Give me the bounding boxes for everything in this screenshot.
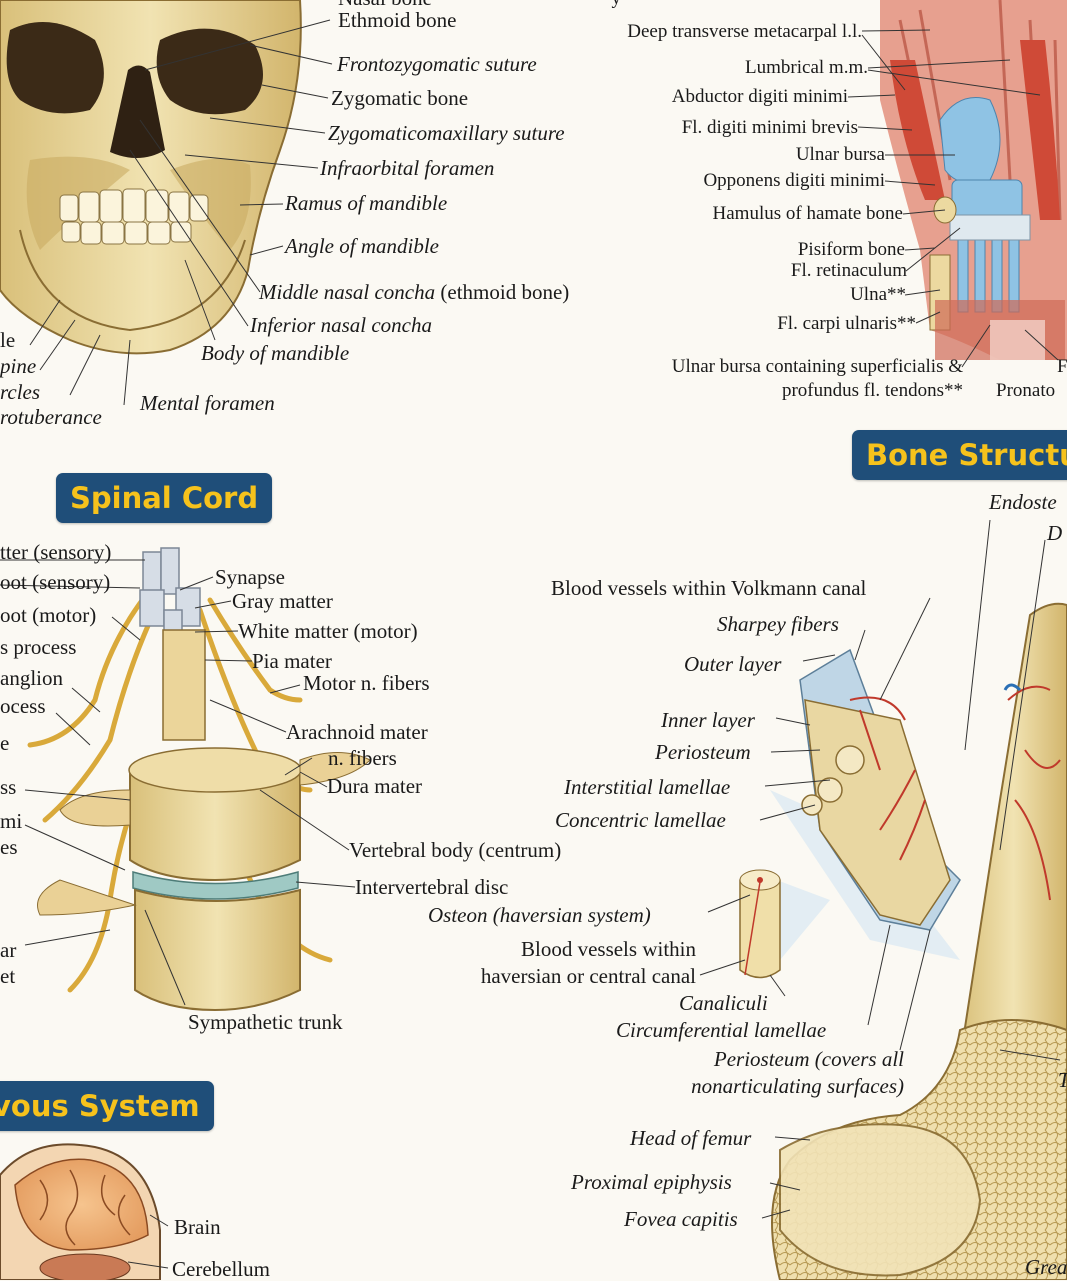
label-brain: Brain [174, 1215, 221, 1239]
label-body-of-mandible: Body of mandible [201, 341, 350, 365]
label-osteon: Osteon (haversian system) [428, 903, 651, 927]
label-cerebellum: Cerebellum [172, 1257, 270, 1281]
label-head-of-femur: Head of femur [630, 1126, 752, 1150]
label-sympathetic-trunk: Sympathetic trunk [188, 1010, 343, 1034]
label-interstitial-lamellae: Interstitial lamellae [564, 775, 731, 799]
label-blood-vessels-haversian-1: Blood vessels within [520, 937, 696, 961]
label-spinal-cut-6: ocess [0, 694, 46, 718]
label-outer-layer: Outer layer [684, 652, 782, 676]
skull-illustration [0, 0, 333, 406]
label-spinal-cut-11: ar [0, 938, 17, 962]
label-blood-vessels-haversian-2: haversian or central canal [480, 964, 696, 988]
label-zygomatic-bone: Zygomatic bone [331, 86, 469, 110]
label-ulna: Ulna** [850, 284, 906, 305]
label-skull-cut-2: pine [0, 354, 37, 378]
label-skull-cut-1: le [0, 328, 16, 352]
label-ethmoid-bone: Ethmoid bone [338, 8, 457, 32]
label-spinal-cut-8: ss [0, 775, 17, 799]
label-inferior-nasal-concha: Inferior nasal concha [250, 313, 432, 337]
label-fl-retinaculum: Fl. retinaculum [790, 260, 907, 281]
label-canaliculi: Canaliculi [679, 991, 768, 1015]
label-pronator-cut: Pronato [996, 380, 1056, 401]
label-fl-carpi-ulnaris: Fl. carpi ulnaris** [777, 313, 916, 334]
label-spinal-cut-3: oot (motor) [0, 603, 97, 627]
label-ramus-of-mandible: Ramus of mandible [285, 191, 448, 215]
label-white-matter-motor: White matter (motor) [238, 619, 418, 643]
label-dura-mater: Dura mater [327, 774, 423, 798]
label-bone-d-cut: D [1047, 521, 1063, 545]
label-skull-cut-4: rotuberance [0, 405, 102, 429]
label-spinal-cut-12: et [0, 964, 16, 988]
label-proximal-epiphysis: Proximal epiphysis [571, 1170, 732, 1194]
label-n-fibers: n. fibers [328, 746, 397, 770]
label-spinal-cut-9: mi [0, 809, 23, 833]
label-blood-vessels-volkmann: Blood vessels within Volkmann canal [551, 576, 867, 600]
label-nasal-bone: Nasal bone [338, 0, 432, 10]
label-angle-of-mandible: Angle of mandible [285, 234, 439, 258]
label-middle-nasal-concha: Middle nasal concha (ethmoid bone) [259, 280, 569, 304]
label-fl-digiti-minimi-brevis: Fl. digiti minimi brevis [681, 117, 858, 138]
label-periosteum-covers-1: Periosteum (covers all [713, 1047, 904, 1071]
label-lumbrical: Lumbrical m.m. [745, 57, 868, 78]
label-bone-cut-t: T [1058, 1068, 1067, 1092]
label-abductor-digiti-minimi: Abductor digiti minimi [671, 86, 848, 107]
label-greater-trochanter-cut: Grea [1025, 1255, 1067, 1279]
label-periosteum-covers-2: nonarticulating surfaces) [691, 1074, 904, 1098]
label-intervertebral-disc: Intervertebral disc [355, 875, 509, 899]
hand-illustration [847, 0, 1067, 368]
label-mental-foramen: Mental foramen [140, 391, 275, 415]
label-concentric-lamellae: Concentric lamellae [555, 808, 726, 832]
label-spinal-cut-5: anglion [0, 666, 63, 690]
label-spinal-cut-1: tter (sensory) [0, 540, 112, 564]
nervous-system-heading: vous System [0, 1081, 214, 1131]
label-opponens-digiti-minimi: Opponens digiti minimi [703, 170, 885, 191]
label-spinal-cut-2: oot (sensory) [0, 570, 111, 594]
label-endosteum-cut: Endoste [989, 490, 1057, 514]
brain-illustration [0, 1143, 169, 1280]
spinal-cord-heading: Spinal Cord [56, 473, 273, 523]
label-skull-cut-3: rcles [0, 380, 41, 404]
label-deep-transverse-metacarpal: Deep transverse metacarpal l.l. [627, 21, 862, 42]
label-frontozygomatic-suture: Frontozygomatic suture [337, 52, 537, 76]
label-pia-mater: Pia mater [252, 649, 332, 673]
label-spinal-cut-7: e [0, 731, 10, 755]
label-hand-cut-f: F [1057, 356, 1067, 377]
label-pisiform-bone: Pisiform bone [797, 239, 905, 260]
label-arachnoid-mater: Arachnoid mater [286, 720, 428, 744]
bone-structure-illustration [699, 519, 1067, 1280]
label-zygomaticomaxillary-suture: Zygomaticomaxillary suture [328, 121, 565, 145]
label-circumferential-lamellae: Circumferential lamellae [616, 1018, 827, 1042]
label-spinal-cut-10: es [0, 835, 18, 859]
label-inner-layer: Inner layer [661, 708, 755, 732]
label-ulnar-bursa-containing-2: profundus fl. tendons** [781, 380, 963, 401]
label-infraorbital-foramen: Infraorbital foramen [320, 156, 495, 180]
label-synapse: Synapse [215, 565, 285, 589]
label-spinal-cut-4: s process [0, 635, 77, 659]
label-hand-top-cut: y [612, 0, 622, 10]
label-periosteum: Periosteum [655, 740, 751, 764]
label-middle-nasal-concha-name: Middle nasal concha [259, 280, 436, 304]
label-fovea-capitis: Fovea capitis [624, 1207, 738, 1231]
label-middle-nasal-concha-note: (ethmoid bone) [440, 280, 570, 304]
label-vertebral-body: Vertebral body (centrum) [349, 838, 562, 862]
label-ulnar-bursa: Ulnar bursa [795, 144, 885, 165]
label-motor-n-fibers: Motor n. fibers [303, 671, 430, 695]
label-sharpey-fibers: Sharpey fibers [717, 612, 839, 636]
spinal-cord-illustration [0, 547, 371, 1012]
label-gray-matter: Gray matter [232, 589, 333, 613]
label-hamulus-of-hamate: Hamulus of hamate bone [712, 203, 903, 224]
label-ulnar-bursa-containing-1: Ulnar bursa containing superficialis & [671, 356, 963, 377]
bone-structure-heading: Bone Structu [852, 430, 1067, 480]
